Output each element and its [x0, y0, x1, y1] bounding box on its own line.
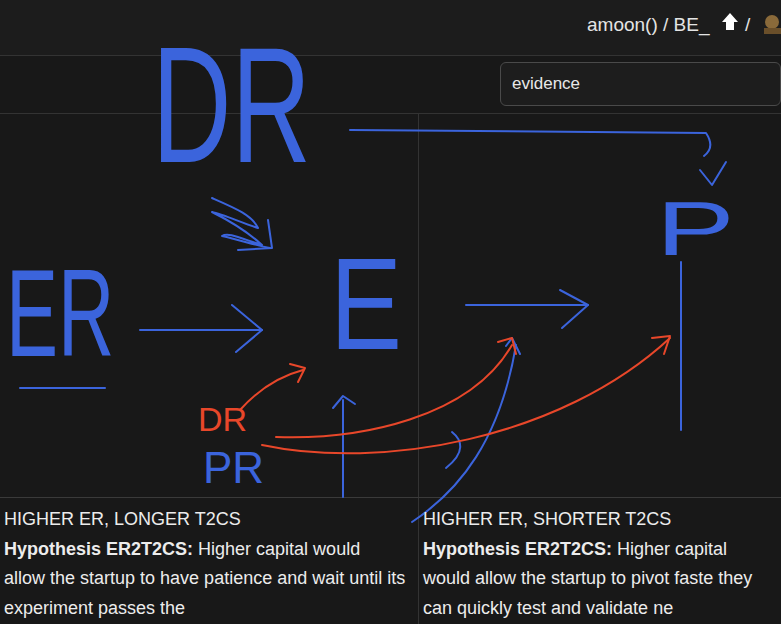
search-text: evidence [512, 74, 580, 94]
cell-heading: HIGHER ER, LONGER T2CS [4, 505, 406, 535]
handwritten-letters: P [656, 190, 735, 267]
hypothesis-label: Hypothesis ER2T2CS: [4, 539, 193, 559]
cell-heading: HIGHER ER, SHORTER T2CS [423, 505, 777, 535]
hypothesis-cell: HIGHER ER, SHORTER T2CS Hypothesis ER2T2C… [419, 497, 781, 623]
handwritten-letters: ER [6, 250, 114, 375]
breadcrumb-separator: / [745, 14, 750, 36]
avatar-icon [764, 15, 781, 34]
hypothesis-cell: HIGHER ER, LONGER T2CS Hypothesis ER2T2CS… [0, 497, 410, 623]
handwritten-letters: PR [203, 446, 264, 490]
search-input: evidence [500, 62, 781, 106]
breadcrumb: amoon() / BE_ [587, 14, 710, 36]
handwritten-letters: E [330, 240, 402, 370]
hypothesis-label: Hypothesis ER2T2CS: [423, 539, 612, 559]
upload-icon [722, 13, 738, 30]
handwritten-letters: DR [198, 402, 247, 436]
handwritten-letters: DR [152, 22, 311, 187]
